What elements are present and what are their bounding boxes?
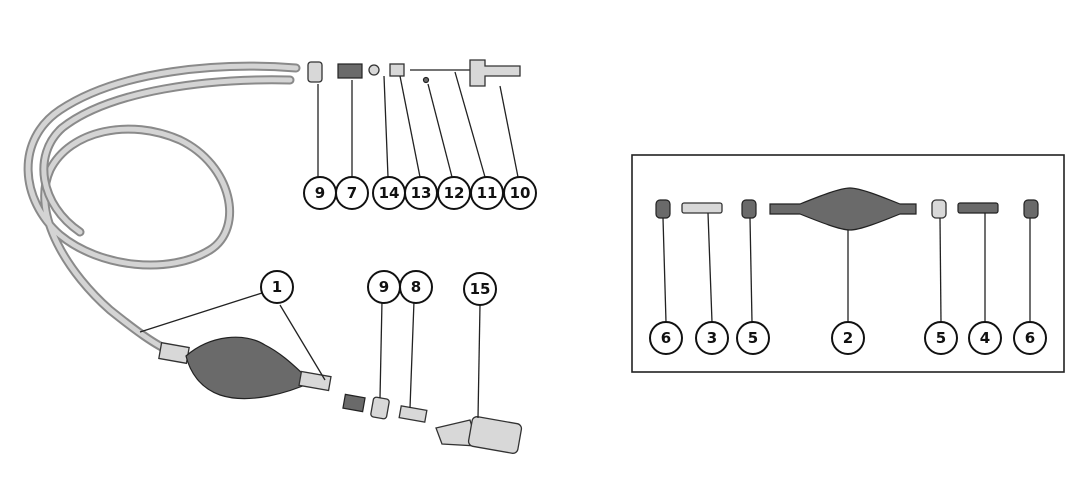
callout-7: 7 [335, 176, 369, 210]
callout-9-top: 9 [303, 176, 337, 210]
callout-6-left: 6 [649, 321, 683, 355]
callout-14: 14 [372, 176, 406, 210]
callout-label: 10 [510, 184, 531, 202]
callout-5-right: 5 [924, 321, 958, 355]
callout-11: 11 [470, 176, 504, 210]
callout-label: 12 [444, 184, 465, 202]
callout-15: 15 [463, 272, 497, 306]
callout-label: 7 [347, 184, 357, 202]
callout-4: 4 [968, 321, 1002, 355]
callout-2: 2 [831, 321, 865, 355]
callout-label: 14 [379, 184, 400, 202]
callout-label: 11 [477, 184, 498, 202]
hose-coil [23, 61, 301, 357]
inset-parts [655, 187, 1039, 231]
callout-1: 1 [260, 270, 294, 304]
callout-label: 8 [411, 278, 421, 296]
callout-label: 4 [980, 329, 990, 347]
callout-label: 15 [470, 280, 491, 298]
inset-panel: 6 3 5 2 5 4 6 [631, 154, 1065, 373]
bottom-fittings [342, 393, 428, 423]
callout-label: 1 [272, 278, 282, 296]
callout-label: 5 [936, 329, 946, 347]
callout-label: 13 [411, 184, 432, 202]
nozzle [435, 416, 523, 454]
callout-12: 12 [437, 176, 471, 210]
callout-label: 3 [707, 329, 717, 347]
callout-6-right: 6 [1013, 321, 1047, 355]
callout-label: 2 [843, 329, 853, 347]
callout-label: 6 [1025, 329, 1035, 347]
callout-13: 13 [404, 176, 438, 210]
callout-5-left: 5 [736, 321, 770, 355]
callout-8: 8 [399, 270, 433, 304]
top-fittings [307, 59, 521, 87]
callout-label: 9 [379, 278, 389, 296]
callout-label: 9 [315, 184, 325, 202]
callout-10: 10 [503, 176, 537, 210]
callout-label: 6 [661, 329, 671, 347]
callout-3: 3 [695, 321, 729, 355]
callout-label: 5 [748, 329, 758, 347]
callout-9-bottom: 9 [367, 270, 401, 304]
